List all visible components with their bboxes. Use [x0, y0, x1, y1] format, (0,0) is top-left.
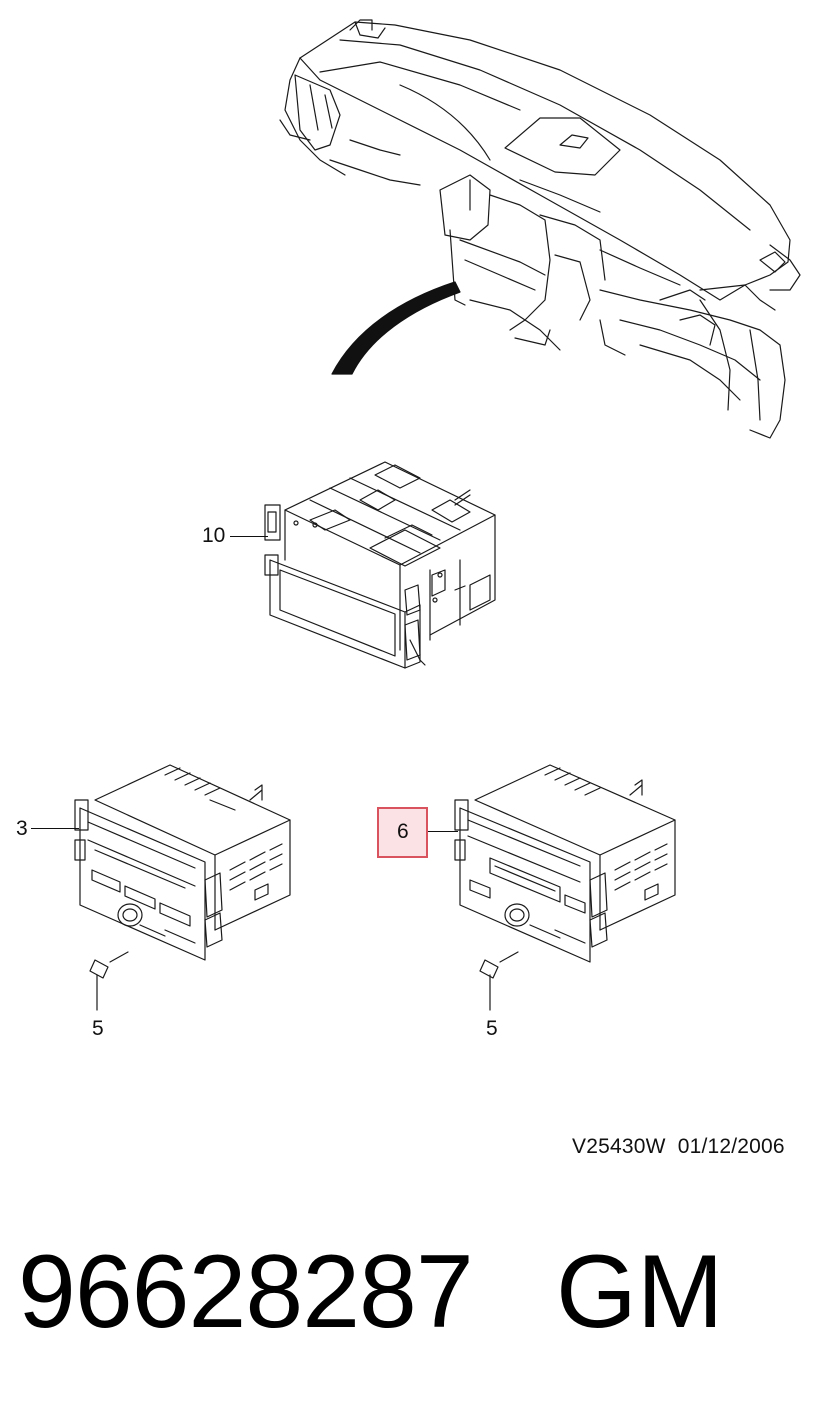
callout-6-leader	[428, 831, 458, 832]
callout-5-right: 5	[486, 1017, 498, 1040]
drawing-date: 01/12/2006	[677, 1135, 785, 1158]
mounting-bracket-illustration	[264, 461, 496, 669]
callout-10-leader	[230, 536, 268, 537]
part-number: 96628287	[18, 1234, 474, 1350]
dashboard-illustration	[279, 19, 801, 439]
callout-3-leader	[31, 828, 79, 829]
radio-unit-left-illustration	[74, 764, 291, 1011]
callout-10: 10	[202, 524, 226, 547]
callout-6: 6	[397, 820, 409, 843]
callout-6-highlight	[377, 807, 428, 858]
drawing-reference: V25430W 01/12/2006	[572, 1135, 785, 1159]
callout-5-left: 5	[92, 1017, 104, 1040]
callout-3: 3	[16, 817, 28, 840]
brand-label: GM	[556, 1234, 724, 1350]
radio-unit-right-illustration	[454, 764, 676, 1011]
drawing-code: V25430W	[572, 1135, 666, 1158]
location-arrow	[331, 281, 461, 375]
